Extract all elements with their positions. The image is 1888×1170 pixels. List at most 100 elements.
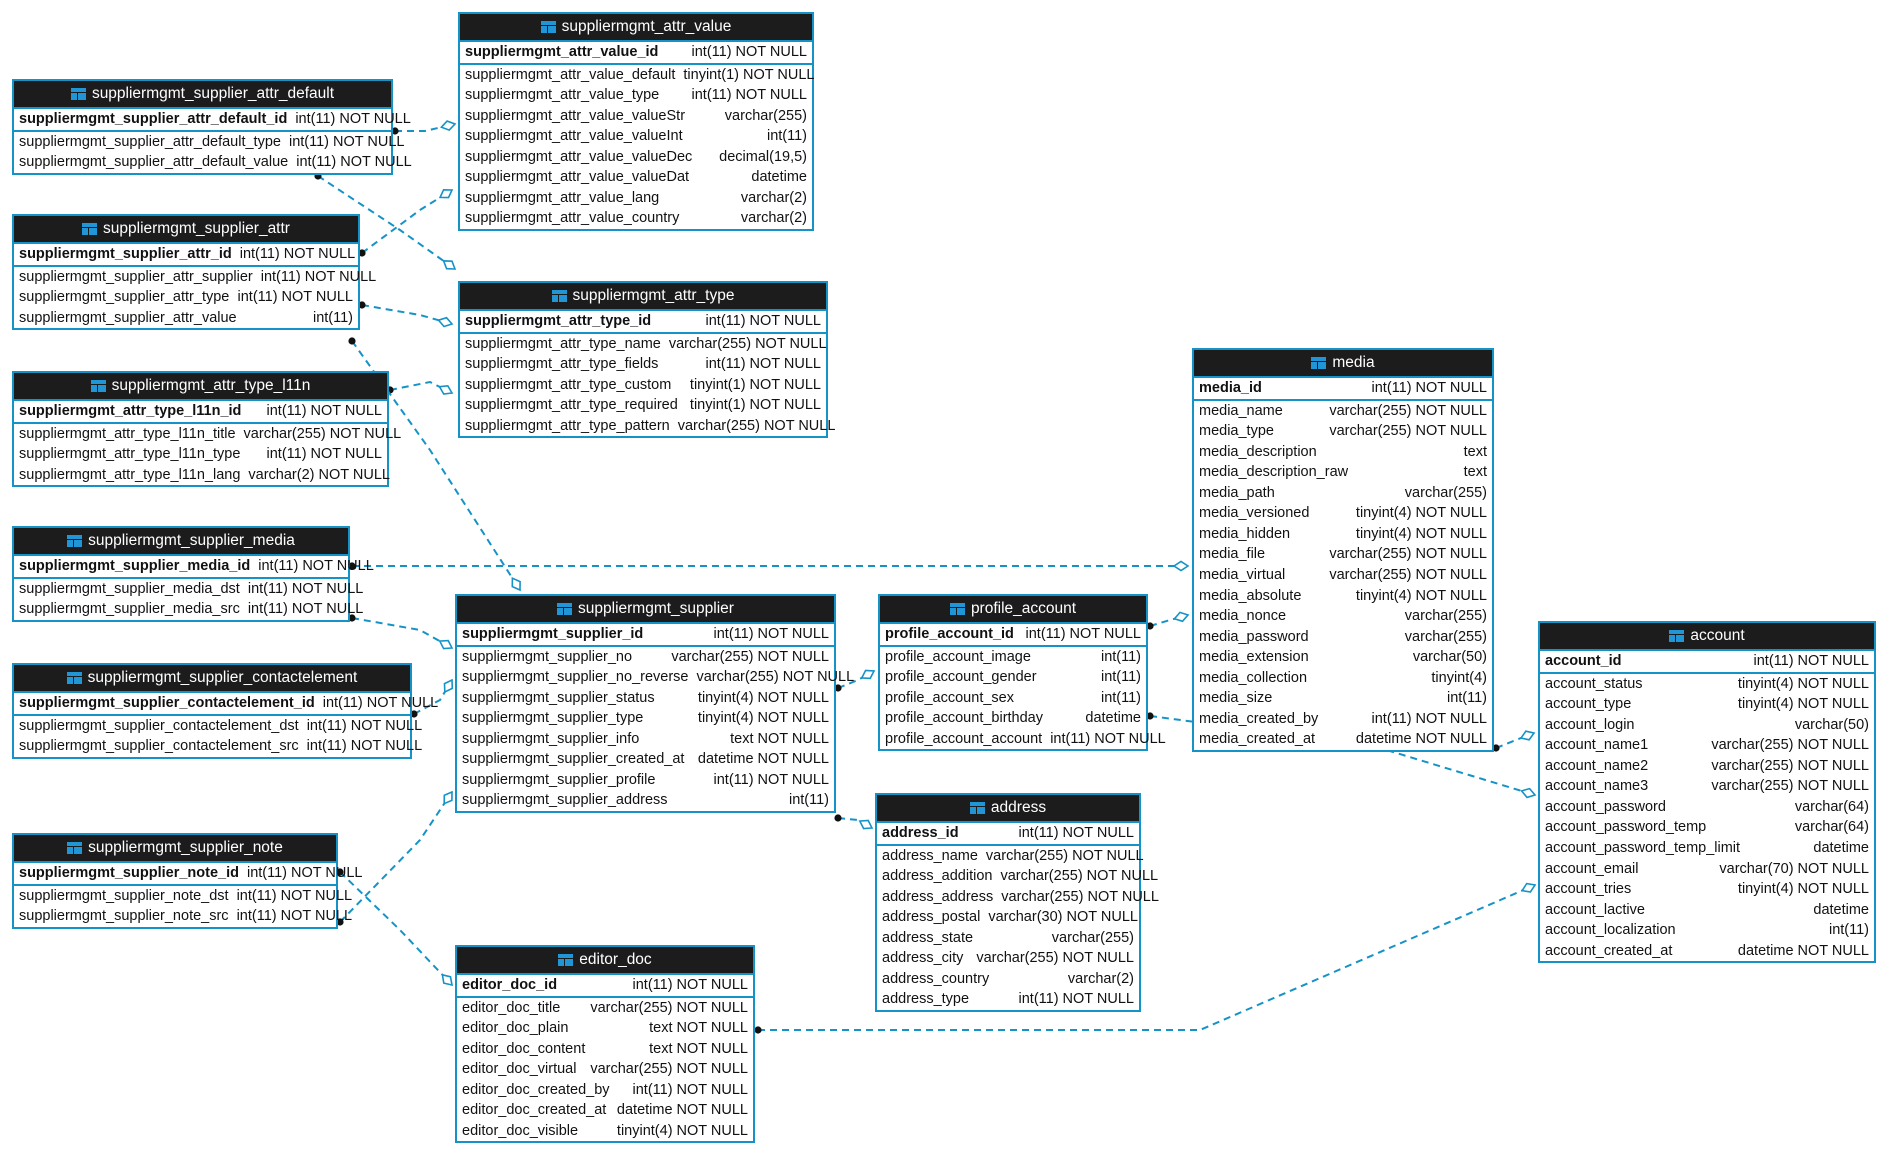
entity-table-suppliermgmt_attr_type_l11n[interactable]: suppliermgmt_attr_type_l11n suppliermgmt_… — [12, 371, 401, 488]
column-row[interactable]: suppliermgmt_supplier_contactelement_dst… — [14, 716, 422, 737]
column-row[interactable]: suppliermgmt_supplier_contactelement_src… — [14, 736, 422, 757]
entity-header[interactable]: suppliermgmt_attr_type — [460, 283, 826, 310]
entity-header[interactable]: suppliermgmt_supplier_note — [14, 835, 336, 862]
entity-header[interactable]: account — [1540, 623, 1874, 650]
entity-header[interactable]: suppliermgmt_attr_type_l11n — [14, 373, 387, 400]
entity-header[interactable]: suppliermgmt_supplier — [457, 596, 834, 623]
entity-header[interactable]: suppliermgmt_attr_value — [460, 14, 812, 41]
entity-header[interactable]: suppliermgmt_supplier_attr — [14, 216, 358, 243]
entity-header[interactable]: media — [1194, 350, 1492, 377]
entity-header[interactable]: profile_account — [880, 596, 1146, 623]
column-row[interactable]: suppliermgmt_supplier_attr_default_value… — [14, 152, 412, 173]
entity-header[interactable]: suppliermgmt_supplier_contactelement — [14, 665, 410, 692]
